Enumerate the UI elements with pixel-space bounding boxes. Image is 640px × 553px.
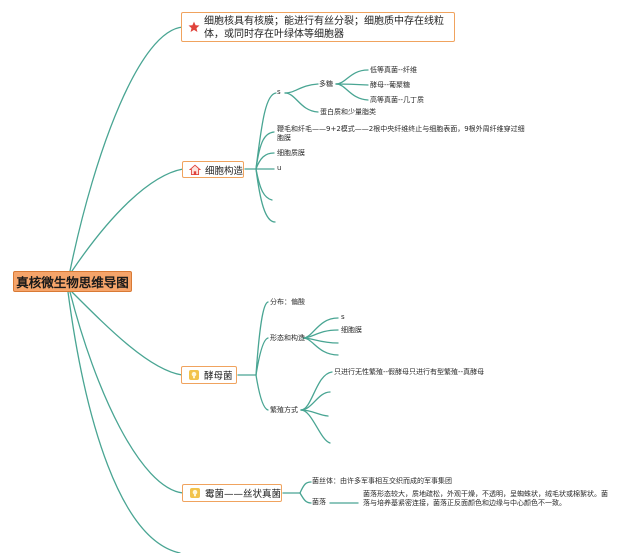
link-morph-s [302,317,339,339]
cell-flagella[interactable]: 鞭毛和纤毛——9+2模式——2根中央纤维终止与细胞表面，9根外周纤维穿过细胞膜 [277,125,525,142]
link-root-extra [67,291,181,553]
yeast-morph-membrane[interactable]: 细胞膜 [341,326,362,334]
link-poly-c [335,83,369,101]
poly-item[interactable]: 酵母--葡聚糖 [370,81,411,89]
central-topic-label: 真核微生物思维导图 [16,275,129,290]
mold-colony[interactable]: 菌落 [312,498,326,506]
topic-cell-structure[interactable]: 细胞构造 [182,161,244,178]
link-yeast-repro [255,374,269,411]
link-cell-extra2 [255,168,276,223]
cell-membrane[interactable]: 细胞质膜 [277,149,305,157]
link-s-poly [284,83,319,94]
poly-item[interactable]: 高等真菌--几丁质 [370,96,425,104]
link-root-mold [69,291,184,494]
cell-protein[interactable]: 蛋白质和少量脂类 [320,108,376,116]
link-root-cell [71,168,184,272]
yeast-distribution[interactable]: 分布：偏酸 [270,298,305,306]
mold-hyphae[interactable]: 菌丝体：由许多军事相互交织而成的军事集团 [312,477,452,485]
poly-item[interactable]: 低等真菌--纤维 [370,66,418,74]
link-repro-1 [300,371,333,411]
topic-mold-label: 霉菌——丝状真菌 [205,489,282,500]
bulb-icon [189,487,201,499]
topic-yeast-label: 酵母菌 [204,371,233,382]
topic-traits[interactable]: 细胞核具有核膜；能进行有丝分裂；细胞质中存在线粒体，或同时存在叶绿体等细胞器 [181,12,455,42]
topic-yeast[interactable]: 酵母菌 [181,366,237,384]
mold-colony-text[interactable]: 菌落形态较大，质地疏松，外观干燥，不透明，呈蜘蛛状，绒毛状或棉絮状。菌落与培养基… [363,490,608,507]
cell-polysaccharide[interactable]: 多糖 [319,80,333,88]
topic-traits-text: 细胞核具有核膜；能进行有丝分裂；细胞质中存在线粒体，或同时存在叶绿体等细胞器 [204,16,444,40]
central-topic[interactable]: 真核微生物思维导图 [13,271,132,292]
cell-s-mark: s [277,88,281,96]
yeast-morphology[interactable]: 形态和构造 [270,334,305,342]
link-mold-colony [299,492,312,504]
link-yeast-morph [255,337,269,376]
link-cell-s [255,92,277,170]
link-morph-membrane [302,329,339,339]
link-poly-a [335,69,369,85]
link-root-yeast [71,291,183,376]
link-s-protein [284,92,319,113]
bulb-icon [188,369,200,381]
yeast-morph-s-mark: s [341,313,345,321]
link-yeast-dist [255,301,269,376]
link-cell-flagella [255,131,275,170]
topic-mold[interactable]: 霉菌——丝状真菌 [182,484,282,502]
yeast-repro-text[interactable]: 只进行无性繁殖--假酵母只进行有型繁殖--真酵母 [334,368,485,376]
topic-cell-label: 细胞构造 [205,165,244,177]
star-icon [188,21,200,33]
cell-u-mark: u [277,164,282,172]
yeast-reproduction[interactable]: 繁殖方式 [270,406,298,414]
link-repro-4 [300,409,331,444]
link-root-traits [69,26,184,272]
link-mold-hyphae [299,481,312,494]
link-cell-membrane [255,152,275,170]
home-icon [189,164,201,176]
link-morph-4 [302,337,339,356]
